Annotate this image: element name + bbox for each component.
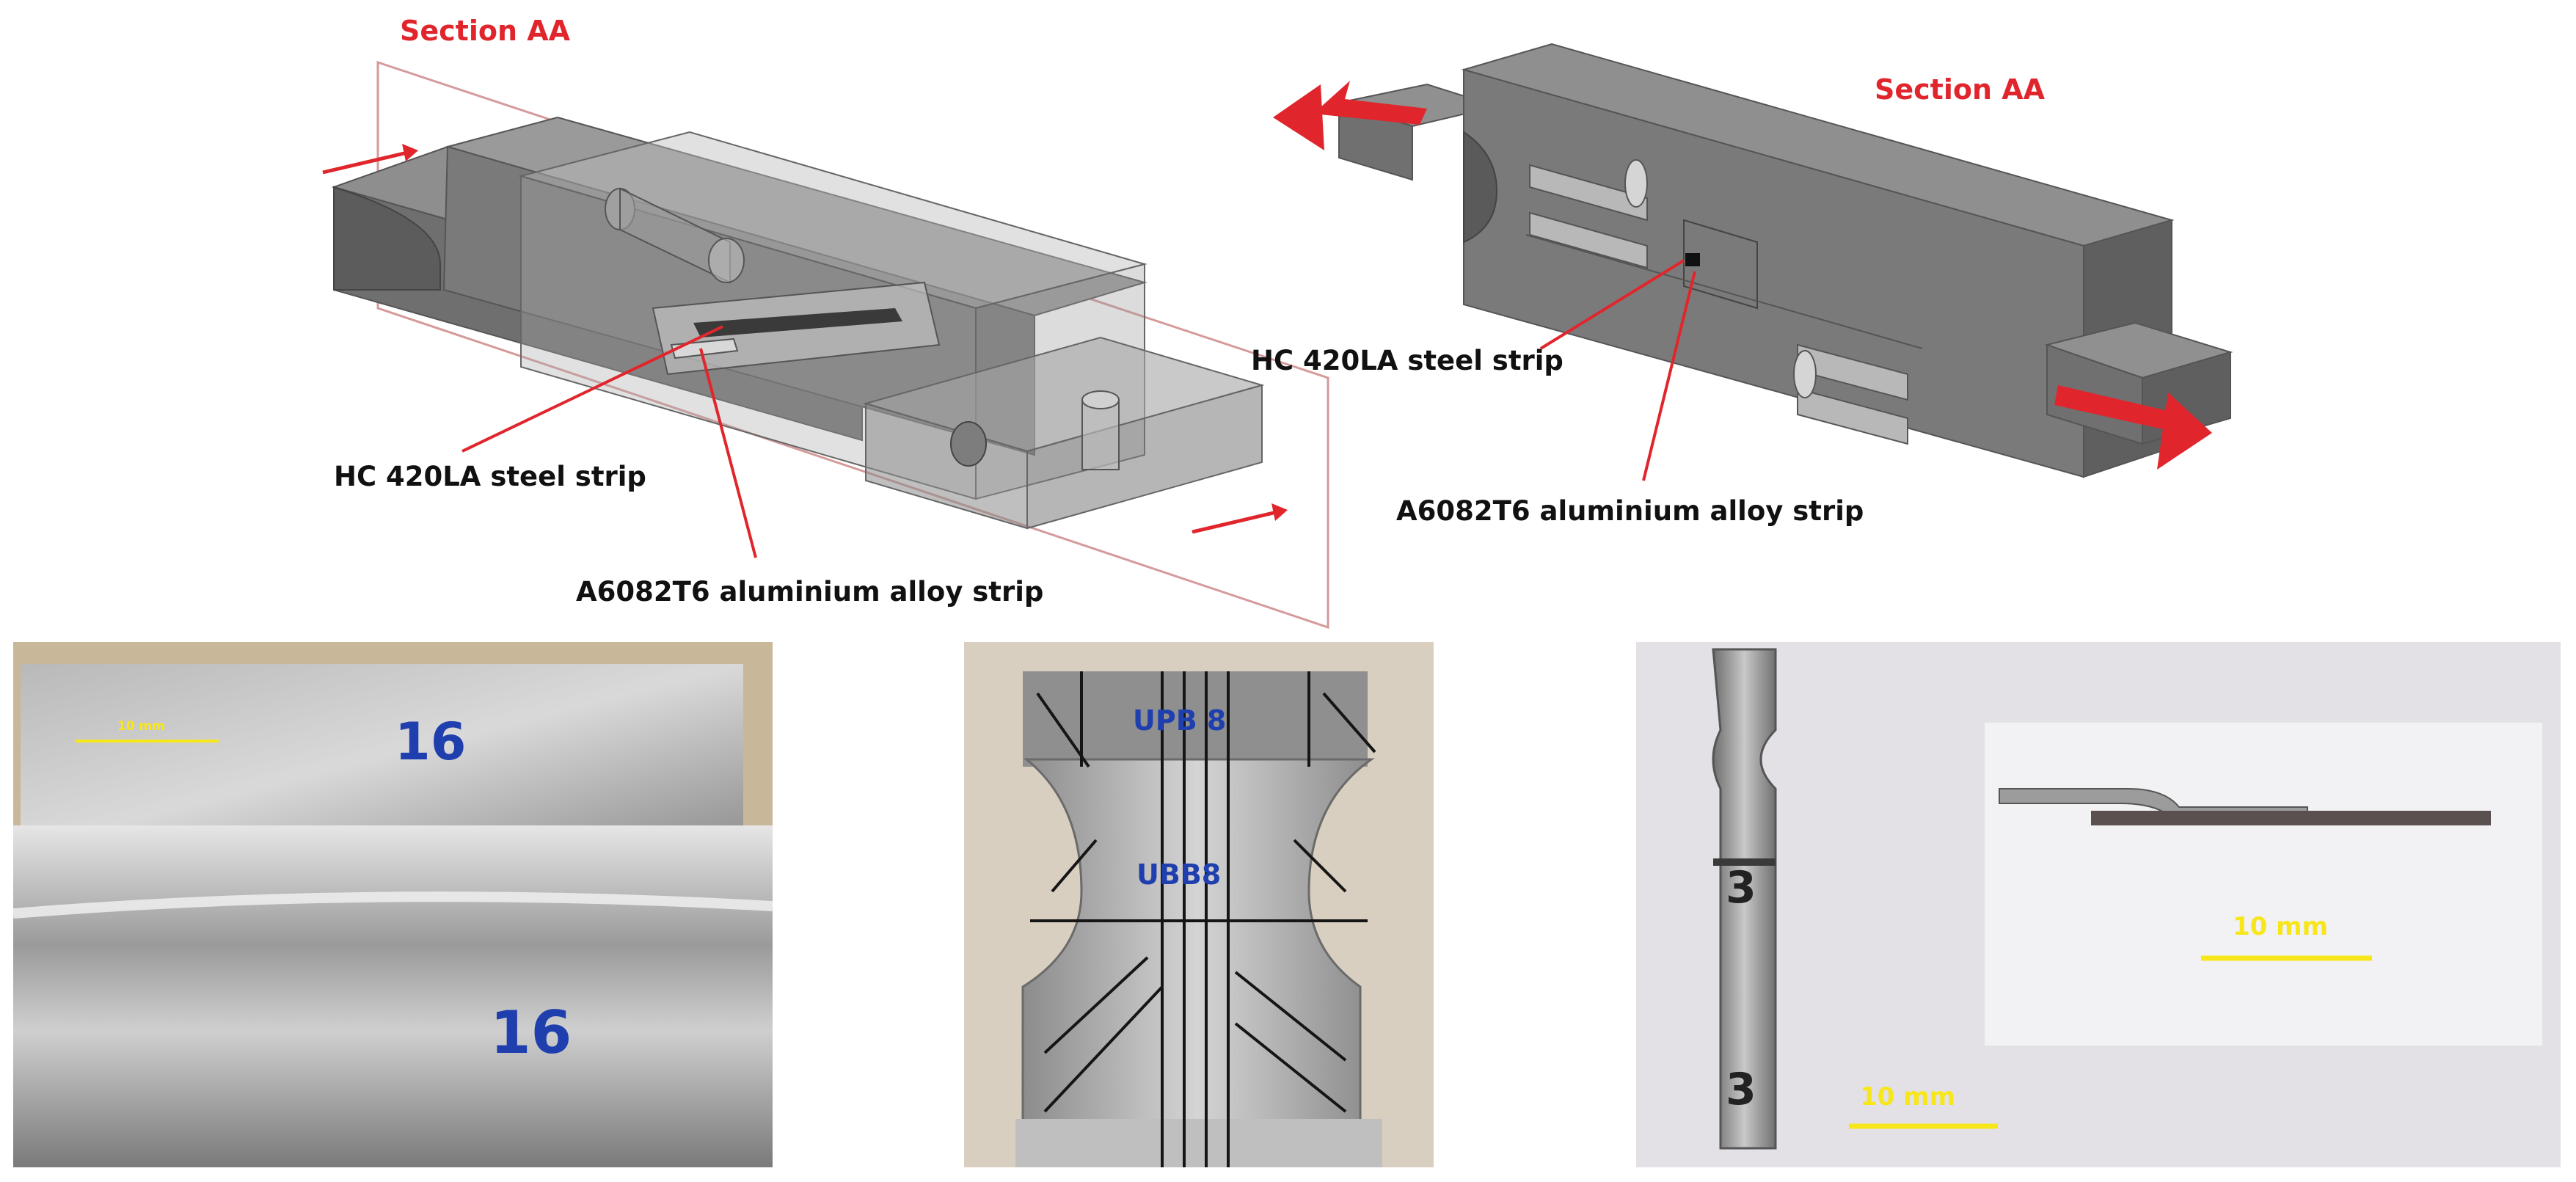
- steel-label-right: HC 420LA steel strip: [1251, 345, 1564, 376]
- specimen-mark-mid: UBB8: [1136, 858, 1221, 891]
- aluminium-label-right: A6082T6 aluminium alloy strip: [1396, 495, 1864, 527]
- photo-sheet-specimen: 16 16: [13, 642, 773, 1167]
- aluminium-label-left: A6082T6 aluminium alloy strip: [576, 576, 1044, 608]
- sheet-mark-top: 16: [395, 712, 466, 772]
- photo-strip-section: 3 3: [1636, 642, 2561, 1167]
- section-label-right: Section AA: [1875, 73, 2046, 106]
- photo-tensile-specimen: UPB 8 UBB8: [964, 642, 1434, 1167]
- strip-scale-inset-label: 10 mm: [2233, 912, 2329, 941]
- specimen-mark-top: UPB 8: [1133, 704, 1226, 737]
- strip-mark-top: 3: [1726, 862, 1756, 913]
- sheet-mark-bottom: 16: [490, 999, 572, 1067]
- section-label-left: Section AA: [400, 15, 571, 47]
- strip-scale-main-label: 10 mm: [1860, 1082, 1956, 1112]
- strip-mark-bottom: 3: [1726, 1064, 1756, 1115]
- steel-label-left: HC 420LA steel strip: [334, 461, 646, 492]
- sheet-scale-label: 10 mm: [117, 719, 166, 734]
